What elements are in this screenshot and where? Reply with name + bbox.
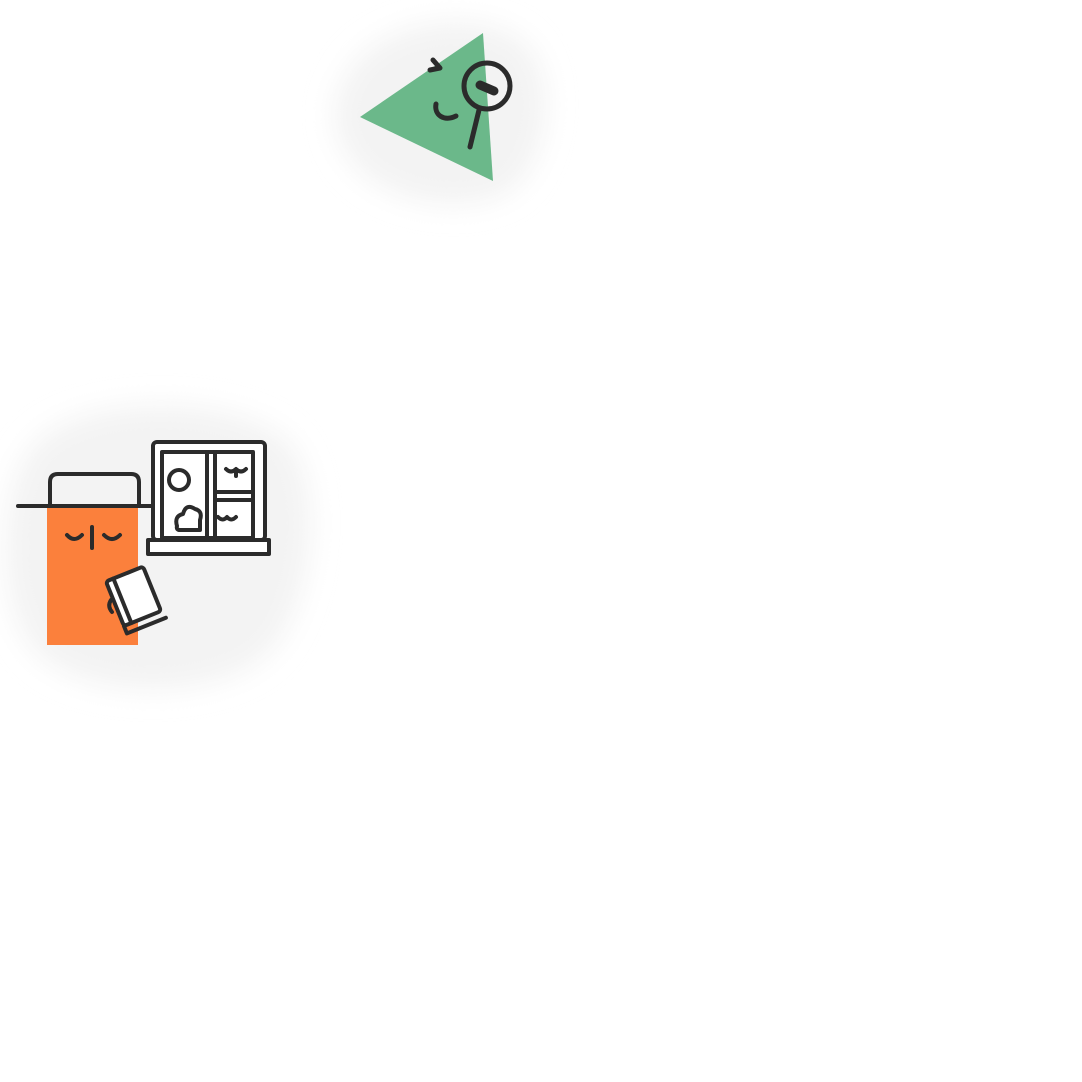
sleepy-face-icon [65,525,122,550]
magnifying-glass-icon [461,60,513,150]
window-icon [146,440,271,556]
winking-face-icon [427,57,459,121]
reader-character [6,406,310,689]
hat-icon [16,472,168,508]
explorer-character [334,22,546,204]
explorer-triangle [360,33,493,181]
book-icon [104,565,168,636]
